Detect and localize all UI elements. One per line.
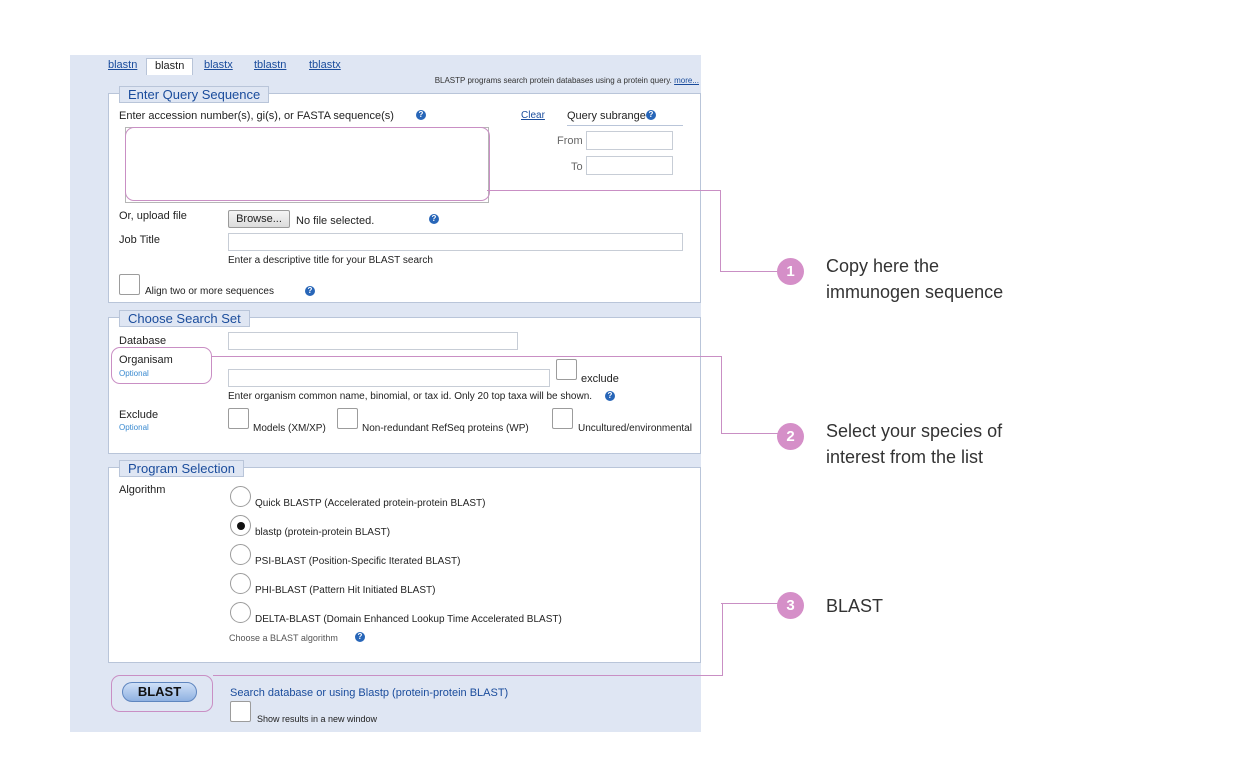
query-subrange-label: Query subrange	[567, 110, 646, 122]
help-question-icon[interactable]: ?	[605, 391, 615, 401]
no-file-text: No file selected.	[296, 215, 375, 227]
exclude-models-label: Models (XM/XP)	[253, 423, 326, 434]
organism-optional: Optional	[119, 369, 149, 378]
exclude-uncultured-checkbox[interactable]	[552, 408, 573, 429]
callout-text-2: Select your species of interest from the…	[826, 418, 1002, 470]
callout-badge-3: 3	[777, 592, 804, 619]
job-title-label: Job Title	[119, 234, 160, 246]
program-legend: Program Selection	[119, 460, 244, 477]
blast-submit-button[interactable]: BLAST	[122, 682, 197, 702]
exclude-nonredundant-label: Non-redundant RefSeq proteins (WP)	[362, 423, 529, 434]
exclude-uncultured-label: Uncultured/environmental	[578, 423, 692, 434]
query-section: Enter Query Sequence Enter accession num…	[108, 86, 701, 303]
callout-badge-1: 1	[777, 258, 804, 285]
radio-phi-blast[interactable]	[230, 573, 251, 594]
from-input[interactable]	[586, 131, 673, 150]
to-label: To	[571, 161, 583, 173]
organism-input[interactable]	[228, 369, 550, 387]
connector-1	[487, 190, 721, 272]
help-question-icon[interactable]: ?	[429, 214, 439, 224]
browse-button[interactable]: Browse...	[228, 210, 290, 228]
more-link[interactable]: more...	[674, 76, 699, 85]
callout-1-line-2: immunogen sequence	[826, 282, 1004, 302]
exclude-models-checkbox[interactable]	[228, 408, 249, 429]
program-section: Program Selection Algorithm Quick BLASTP…	[108, 460, 701, 663]
radio-psi-blast[interactable]	[230, 544, 251, 565]
option-blastp: blastp (protein-protein BLAST)	[255, 527, 391, 538]
from-label: From	[557, 135, 583, 147]
database-label: Database	[119, 335, 167, 347]
connector-3b	[721, 603, 778, 604]
help-question-icon[interactable]: ?	[355, 632, 365, 642]
job-title-input[interactable]	[228, 233, 683, 251]
option-phi-blast: PHI-BLAST (Pattern Hit Initiated BLAST)	[255, 585, 436, 596]
align-checkbox[interactable]	[119, 274, 140, 295]
tagline-text: BLASTP programs search protein databases…	[434, 76, 672, 85]
callout-2-line-1: Select your species of	[826, 421, 1003, 441]
tab-blastn-active[interactable]: blastn	[146, 58, 194, 75]
search-set-legend: Choose Search Set	[119, 310, 250, 327]
radio-quick-blastp[interactable]	[230, 486, 251, 507]
callout-text-1: Copy here the immunogen sequence	[826, 253, 1003, 305]
radio-blastp[interactable]	[230, 515, 251, 536]
organism-exclude-label: exclude	[581, 373, 619, 385]
database-select[interactable]	[228, 332, 518, 350]
tab-blastx[interactable]: blastx	[204, 59, 233, 71]
callout-2-line-2: interest from the list	[826, 447, 984, 467]
align-label: Align two or more sequences	[145, 286, 274, 297]
new-window-checkbox[interactable]	[230, 701, 251, 722]
organism-label: Organisam	[119, 354, 173, 366]
help-question-icon[interactable]: ?	[305, 286, 315, 296]
accession-label: Enter accession number(s), gi(s), or FAS…	[119, 110, 394, 122]
algorithm-label: Algorithm	[119, 484, 166, 496]
query-highlight	[125, 127, 490, 201]
program-tagline: BLASTP programs search protein databases…	[435, 76, 699, 85]
tab-tblastn[interactable]: tblastn	[254, 59, 287, 71]
callout-badge-2: 2	[777, 423, 804, 450]
job-title-hint: Enter a descriptive title for your BLAST…	[228, 255, 433, 266]
submit-description: Search database or using Blastp (protein…	[230, 687, 509, 699]
help-question-icon[interactable]: ?	[646, 110, 656, 120]
option-quick-blastp: Quick BLASTP (Accelerated protein-protei…	[255, 498, 486, 509]
subrange-divider	[567, 125, 683, 126]
search-set-section: Choose Search Set Database Organisam Opt…	[108, 310, 701, 454]
exclude-label: Exclude	[119, 409, 159, 421]
exclude-optional: Optional	[119, 423, 149, 432]
organism-hint: Enter organism common name, binomial, or…	[228, 391, 593, 402]
exclude-nonredundant-checkbox[interactable]	[337, 408, 358, 429]
option-psi-blast: PSI-BLAST (Position-Specific Iterated BL…	[255, 556, 461, 567]
upload-label: Or, upload file	[119, 210, 187, 222]
connector-2	[212, 356, 722, 434]
query-legend: Enter Query Sequence	[119, 86, 270, 103]
radio-delta-blast[interactable]	[230, 602, 251, 623]
tab-blastn[interactable]: blastn	[108, 59, 138, 71]
callout-1-line-1: Copy here the	[826, 256, 940, 276]
organism-highlight	[111, 347, 212, 384]
option-delta-blast: DELTA-BLAST (Domain Enhanced Lookup Time…	[255, 614, 562, 625]
connector-1b	[721, 271, 778, 272]
blast-form-panel: blastn blastn blastx tblastn tblastx BLA…	[70, 55, 701, 732]
callout-text-3: BLAST	[826, 596, 884, 616]
connector-2b	[721, 433, 778, 434]
new-window-label: Show results in a new window	[257, 714, 378, 724]
to-input[interactable]	[586, 156, 673, 175]
blast-button-highlight	[111, 675, 213, 712]
help-question-icon[interactable]: ?	[416, 110, 426, 120]
connector-3	[213, 603, 723, 676]
clear-link[interactable]: Clear	[521, 110, 545, 121]
tab-tblastx[interactable]: tblastx	[309, 59, 341, 71]
organism-exclude-checkbox[interactable]	[556, 359, 577, 380]
algorithm-hint: Choose a BLAST algorithm	[229, 633, 338, 643]
